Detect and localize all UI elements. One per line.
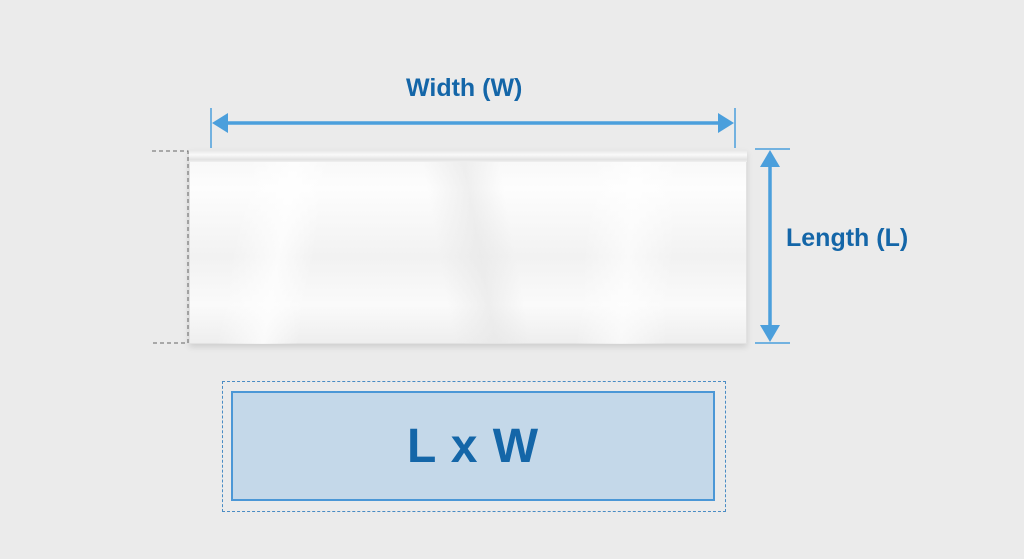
formula-text: L x W	[406, 419, 540, 473]
result-box: L x W	[231, 391, 715, 501]
bag-seal-strip	[189, 150, 747, 162]
width-arrow-icon	[210, 108, 736, 148]
result-dashed-outline	[222, 381, 726, 512]
width-label: Width (W)	[406, 74, 523, 102]
length-label: Length (L)	[786, 224, 909, 252]
left-dashed-guide	[152, 150, 189, 344]
length-arrow-icon	[755, 148, 790, 344]
bag-sheen	[189, 162, 747, 344]
